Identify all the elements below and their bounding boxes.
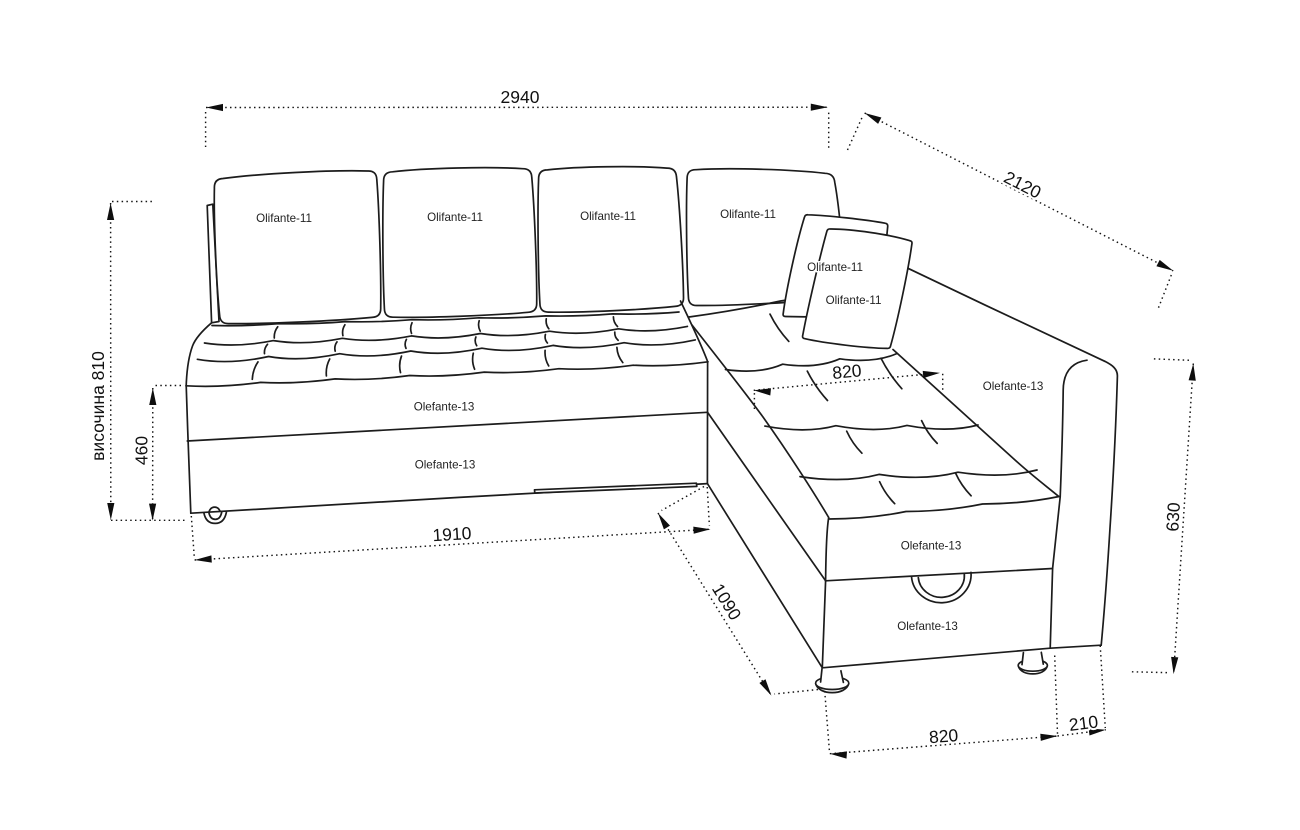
chaise-tuft-row-2	[764, 424, 979, 431]
armrest-front-seam	[1049, 359, 1088, 650]
section-seam	[679, 300, 709, 363]
dim-total-width: 2940	[204, 85, 830, 149]
chaise-front-bottom-edge	[821, 647, 1052, 669]
chaise-front-upper-label: Olefante-13	[901, 540, 962, 553]
left-front-divider	[186, 411, 709, 442]
chaise-front-divider	[824, 567, 1054, 582]
chaise-foot-left-stem	[819, 667, 845, 684]
back-pillow-3-label: Olifante-11	[580, 210, 636, 223]
chaise-side-divider	[706, 411, 827, 582]
left-front-top-edge	[185, 360, 709, 388]
dim-total-width-value: 2940	[501, 87, 540, 107]
left-front-left-edge	[185, 384, 192, 515]
dim-height-value: височина 810	[88, 351, 108, 461]
back-pillow-2-label: Olifante-11	[427, 211, 483, 224]
dim-chaise-width: 820	[823, 655, 1059, 759]
armrest-bottom-edge	[1049, 644, 1103, 650]
chaise-tuft-row-3	[799, 469, 1038, 481]
back-pillow-3	[537, 165, 685, 314]
chaise-side-bottom-edge	[706, 482, 824, 669]
dim-armrest-height: 630	[1131, 358, 1196, 675]
backrest-left-edge	[206, 203, 220, 324]
chaise-seat-front-edge	[828, 495, 1060, 520]
back-pillow-1-label: Olifante-11	[256, 212, 312, 225]
storage-handle-inner	[917, 573, 966, 599]
chaise-tuft-row-1	[724, 352, 898, 372]
dim-seat-height: 460	[130, 384, 184, 521]
back-pillow-2	[381, 166, 538, 319]
left-seat-tuft-row-2	[196, 339, 697, 363]
left-seat-tuft-row-1	[203, 325, 689, 346]
chaise-armrest-crease	[892, 348, 1060, 498]
dim-armrest-width-line	[1057, 729, 1106, 737]
back-pillow-4-label: Olifante-11	[720, 208, 776, 221]
dim-seat-height-value: 460	[132, 436, 152, 465]
armrest-label: Olefante-13	[983, 380, 1044, 393]
left-seat-back-line	[211, 311, 680, 327]
left-front-upper-label: Olefante-13	[414, 401, 475, 414]
armrest-top-edge	[907, 267, 1106, 363]
dim-armrest-width: 210	[1057, 645, 1107, 737]
corner-pillow-back-label: Olifante-11	[807, 261, 863, 274]
armrest-right-edge	[1100, 360, 1119, 647]
dim-armrest-height-line	[1172, 363, 1195, 675]
dim-chaise-diagonal-extensions	[846, 116, 1173, 308]
dim-armrest-width-value: 210	[1068, 711, 1100, 735]
bed-pull-bar	[533, 482, 698, 494]
chaise-front-lower-label: Olefante-13	[897, 620, 958, 633]
dim-height-extensions	[111, 200, 187, 522]
dim-left-length-value: 1910	[432, 523, 472, 545]
chaise-foot-right-stem	[1021, 651, 1045, 666]
dim-seat-width-extensions	[753, 373, 944, 412]
caster-wheel	[203, 506, 228, 525]
dim-armrest-width-arrows	[1088, 728, 1106, 736]
dim-seat-width: 820	[753, 358, 944, 412]
dim-chaise-length-extensions	[661, 485, 819, 695]
chaise-foot-right-stem-mask	[1022, 652, 1044, 665]
part-labels: Olifante-11 Olifante-11 Olifante-11 Olif…	[255, 207, 1045, 635]
back-pillow-1	[213, 169, 382, 325]
dim-height: височина 810	[86, 200, 187, 522]
corner-pillow-front-label: Olifante-11	[826, 294, 882, 307]
dim-left-length: 1910	[190, 486, 711, 563]
dim-armrest-height-value: 630	[1162, 501, 1184, 532]
corner-pillow-front	[801, 228, 913, 350]
left-seat-left-edge	[185, 321, 213, 387]
dimension-annotations: 2940 2120 височина 810 460 1910 1090 820…	[86, 85, 1196, 759]
left-front-lower-label: Olefante-13	[415, 459, 476, 472]
storage-handle-outer	[910, 571, 972, 604]
dim-seat-width-value: 820	[831, 360, 862, 383]
dim-chaise-width-extensions	[823, 655, 1059, 753]
dim-left-length-extensions	[190, 486, 711, 557]
dim-armrest-height-extensions	[1131, 358, 1191, 674]
chaise-seat-left-edge	[691, 324, 830, 519]
sofa-line-art	[185, 165, 1119, 694]
dim-chaise-width-value: 820	[928, 725, 959, 747]
left-seat-tuft-separators	[251, 315, 624, 381]
dim-chaise-diagonal-line	[864, 112, 1174, 272]
dim-total-width-extensions	[204, 112, 830, 149]
chaise-foot-left-stem-mask	[820, 668, 844, 683]
